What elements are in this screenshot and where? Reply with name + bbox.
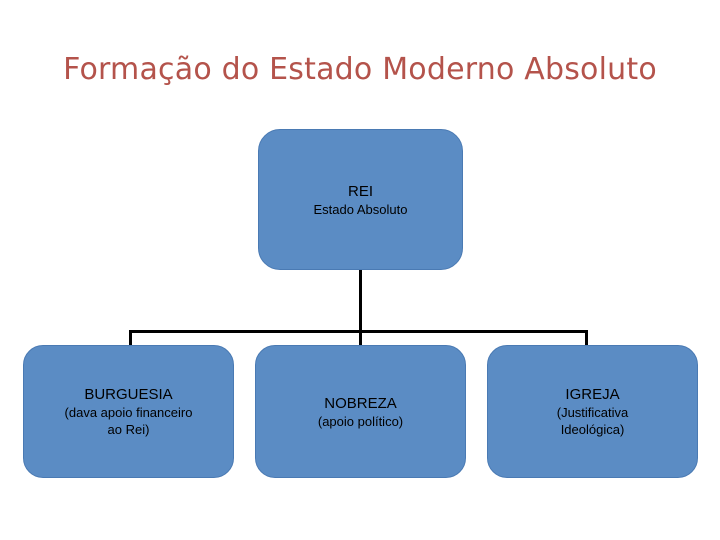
node-burguesia-line1: BURGUESIA	[84, 386, 173, 403]
connector-root-vertical	[359, 270, 362, 332]
connector-branch-igreja	[585, 330, 588, 347]
node-igreja-line1: IGREJA	[565, 386, 620, 403]
connector-horizontal-bus	[129, 330, 588, 333]
diagram-node-igreja[interactable]: IGREJA (Justificativa Ideológica)	[487, 345, 698, 478]
node-rei-line1: REI	[347, 182, 373, 200]
node-nobreza-line2: (apoio político)	[317, 413, 404, 429]
node-burguesia-line3: ao Rei)	[107, 422, 150, 437]
node-burguesia-line2: (dava apoio financeiro	[64, 405, 193, 420]
diagram-node-rei[interactable]: REI Estado Absoluto	[258, 129, 463, 270]
node-rei-line2: Estado Absoluto	[313, 201, 408, 217]
node-nobreza-line1: NOBREZA	[324, 394, 397, 412]
node-igreja-line3: Ideológica)	[560, 422, 625, 437]
page-title: Formação do Estado Moderno Absoluto	[63, 52, 657, 87]
diagram-node-burguesia[interactable]: BURGUESIA (dava apoio financeiro ao Rei)	[23, 345, 234, 478]
connector-branch-burguesia	[129, 330, 132, 347]
diagram-node-nobreza[interactable]: NOBREZA (apoio político)	[255, 345, 466, 478]
connector-branch-nobreza	[359, 330, 362, 347]
node-igreja-line2: (Justificativa	[556, 405, 629, 420]
